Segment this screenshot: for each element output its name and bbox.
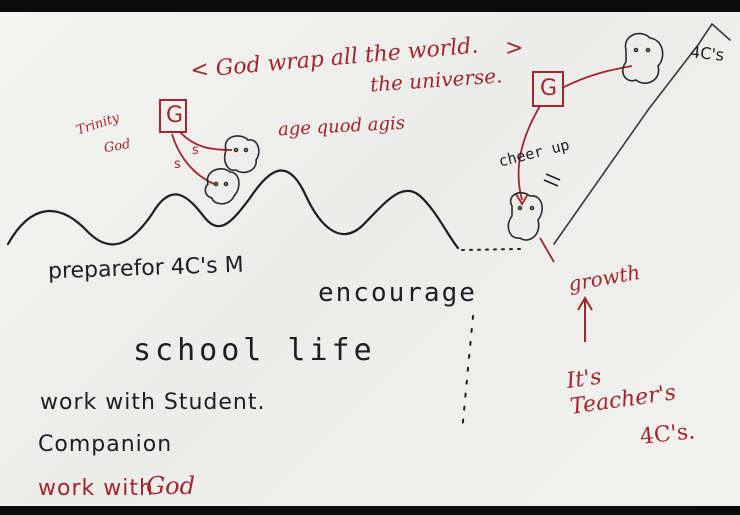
mountain-slope (553, 22, 731, 245)
hills-line (6, 169, 460, 250)
teachers-4cs-text: 4C's. (638, 419, 697, 450)
god-red-text: God (146, 472, 195, 500)
s-label-lower: s (174, 157, 181, 172)
four-cs-top-text: 4C's (689, 42, 726, 65)
top-border (0, 0, 740, 12)
dotted-divider (461, 315, 474, 433)
arrowhead-lower-figure (515, 193, 529, 206)
encourage-text: encourage (318, 278, 477, 308)
figure-top-right (621, 32, 664, 84)
arrow-g-to-top-figure (561, 65, 633, 89)
growth-line (539, 237, 555, 263)
dotted-ground (461, 248, 521, 251)
cheer-marks (543, 173, 561, 187)
g-left-label: G (166, 103, 184, 128)
right-angle-bracket: > (505, 36, 524, 61)
figure-lower-left (204, 168, 240, 205)
work-with-text: work with (38, 476, 154, 501)
g-right-label: G (540, 76, 558, 101)
bottom-border (0, 506, 740, 515)
work-with-student-text: work with Student. (40, 390, 266, 415)
g-box-left (159, 99, 187, 133)
figure-lower-right (507, 191, 543, 241)
g-box-right (532, 71, 564, 107)
arrow-g-to-figure-upper (179, 131, 233, 151)
arrow-g-to-lower-figure (517, 105, 541, 201)
arrowhead-growth (577, 296, 593, 311)
s-label-upper: s (192, 143, 199, 158)
companion-text: Companion (38, 432, 173, 457)
school-life-text: school life (133, 333, 376, 368)
arrow-g-to-figure-lower (171, 133, 215, 185)
figure-upper-left (223, 135, 260, 174)
